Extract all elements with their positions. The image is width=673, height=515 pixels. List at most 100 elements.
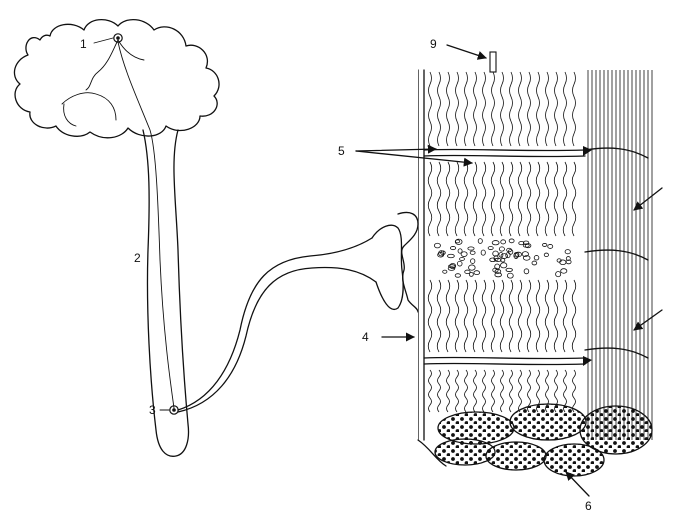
granule	[447, 254, 454, 257]
reticulum-tubule	[428, 280, 432, 352]
reticulum-tubule	[564, 72, 567, 146]
peripheral-nerve	[178, 225, 403, 412]
reticulum-tubule	[510, 72, 513, 146]
reticulum-tubule	[491, 280, 495, 352]
reticulum-tubule	[519, 370, 522, 412]
reticulum-tubule	[437, 280, 441, 352]
granule	[532, 261, 537, 265]
granule	[501, 254, 508, 259]
granule	[556, 271, 561, 276]
reticulum-tubule	[473, 162, 477, 236]
granule	[458, 249, 462, 253]
reticulum-tubule	[509, 280, 513, 352]
reticulum-tubule	[555, 72, 558, 146]
granule	[507, 273, 513, 278]
reticulum-tubule	[483, 72, 486, 146]
reticulum-tubule	[464, 280, 468, 352]
reticulum-tubule	[437, 162, 441, 236]
granule	[469, 265, 476, 270]
granule	[460, 257, 465, 260]
reticulum-tubule	[554, 280, 558, 352]
granule	[501, 240, 506, 244]
granule	[481, 250, 485, 255]
reticulum-tubule	[447, 370, 450, 412]
reticulum-tubule	[563, 162, 567, 236]
granule	[469, 272, 473, 276]
granule	[534, 255, 539, 260]
granule	[455, 274, 460, 278]
granule	[470, 259, 474, 264]
reticulum-tubule	[456, 72, 459, 146]
label-5: 5	[338, 144, 345, 158]
arrow-9	[447, 45, 486, 58]
reticulum-tubule	[483, 370, 486, 412]
reticulum-tubule	[455, 162, 459, 236]
label-2: 2	[134, 251, 141, 265]
reticulum-tubule	[563, 280, 567, 352]
granule	[506, 268, 513, 271]
reticulum-tubule	[428, 162, 432, 236]
label-6: 6	[585, 499, 592, 513]
sarcoplasmic-reticulum	[428, 72, 576, 412]
reticulum-tubule	[429, 72, 432, 146]
reticulum-tubule	[527, 162, 531, 236]
granule	[488, 246, 493, 249]
reticulum-tubule	[573, 72, 576, 146]
arrow-5b	[356, 151, 472, 163]
descending-axon	[118, 42, 174, 408]
mitochondria-granules	[434, 239, 571, 279]
reticulum-tubule	[572, 280, 576, 352]
reticulum-tubule	[474, 72, 477, 146]
reticulum-tubule	[446, 280, 450, 352]
reticulum-tubule	[572, 162, 576, 236]
reticulum-tubule	[509, 162, 513, 236]
reticulum-tubule	[482, 280, 486, 352]
granule	[468, 247, 474, 250]
granule	[565, 250, 570, 254]
reticulum-tubule	[527, 280, 531, 352]
granule	[544, 253, 548, 257]
label-4: 4	[362, 330, 369, 344]
leader-1	[94, 38, 113, 43]
reticulum-tubule	[455, 280, 459, 352]
label-9: 9	[430, 37, 437, 51]
granule	[524, 269, 529, 274]
granule	[500, 263, 506, 268]
reticulum-tubule	[536, 280, 540, 352]
reticulum-tubule	[536, 162, 540, 236]
reticulum-tubule	[501, 72, 504, 146]
reticulum-tubule	[465, 370, 468, 412]
granule	[455, 240, 459, 243]
granule	[542, 243, 546, 246]
muscle-fiber-panel	[418, 70, 652, 440]
reticulum-tubule	[429, 370, 432, 412]
reticulum-tubule	[545, 162, 549, 236]
granule	[499, 247, 504, 251]
granule	[450, 246, 455, 249]
reticulum-tubule	[465, 72, 468, 146]
reticulum-tubule	[447, 72, 450, 146]
reticulum-tubule	[528, 72, 531, 146]
granule	[457, 261, 462, 266]
reticulum-tubule	[537, 72, 540, 146]
granule	[443, 270, 447, 273]
reticulum-tubule	[492, 370, 495, 412]
granule	[474, 271, 480, 275]
reticulum-tubule	[438, 370, 441, 412]
granule	[548, 244, 553, 248]
label-1: 1	[80, 37, 87, 51]
reticulum-tubule	[491, 162, 495, 236]
reticulum-tubule	[456, 370, 459, 412]
granule	[509, 239, 514, 243]
t-tubule-opening	[490, 52, 496, 72]
reticulum-tubule	[510, 370, 513, 412]
reticulum-tubule	[492, 72, 495, 146]
reticulum-tubule	[546, 72, 549, 146]
reticulum-tubule	[464, 162, 468, 236]
reticulum-tubule	[518, 280, 522, 352]
granule	[492, 241, 499, 245]
reticulum-tubule	[500, 280, 504, 352]
myofibril-striations	[588, 70, 652, 440]
reticulum-tubule	[474, 370, 477, 412]
